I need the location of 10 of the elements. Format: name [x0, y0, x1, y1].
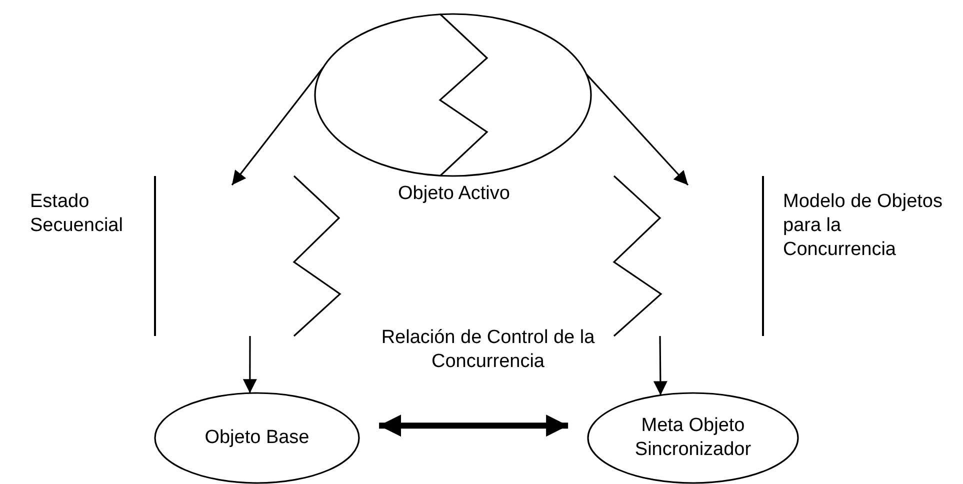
- arrow: [242, 336, 257, 394]
- arrow: [231, 66, 324, 186]
- side-label: Estado Secuencial: [30, 190, 124, 238]
- node-label: Objeto Activo: [397, 182, 511, 206]
- arrow: [586, 74, 689, 186]
- arrow: [379, 414, 568, 437]
- side-label: Modelo de Objetos para la Concurrencia: [783, 190, 944, 262]
- node-label: Objeto Base: [204, 426, 310, 450]
- arrow: [653, 336, 668, 396]
- node-label: Meta Objeto Sincronizador: [634, 414, 752, 462]
